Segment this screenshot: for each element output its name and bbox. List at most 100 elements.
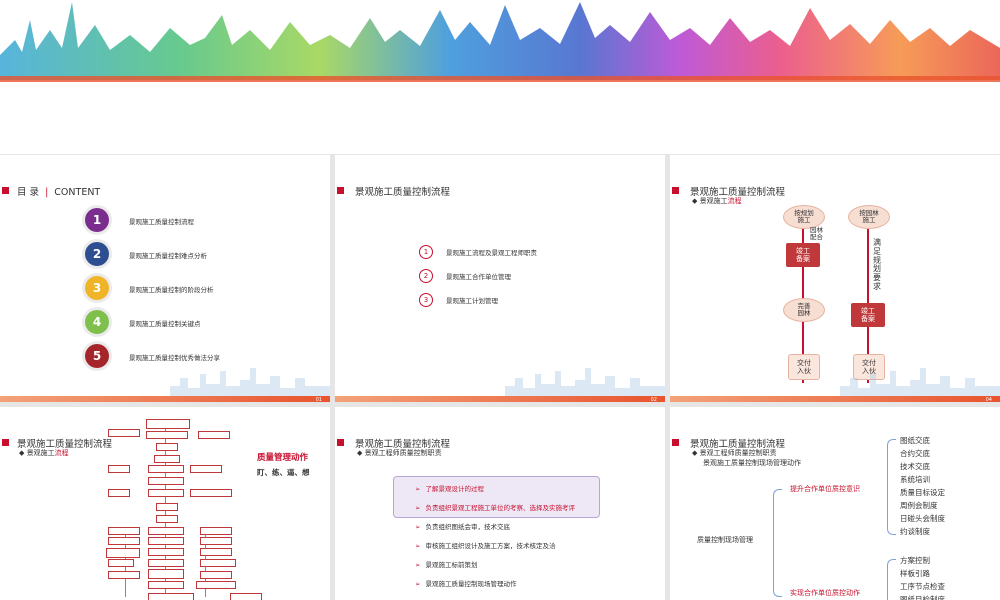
tree-branch-2: 实现合作单位质控动作 (790, 589, 860, 597)
slide-thumbnail-1[interactable]: 目 录 | CONTENT 1 景观施工质量控制流程 2 景观施工质量控制难点分析 3 景… (0, 155, 330, 402)
note-landscape-support: 园林 配合 (810, 226, 823, 242)
title-en: CONTENT (54, 187, 101, 198)
toc-item-5[interactable]: 景观施工质量控制优秀做法分享 (129, 354, 220, 362)
subtitle-text: 景观工程师质量控制职责 (364, 449, 442, 457)
duty-item-text: 负责组织景观工程施工单位的考察、选择及实施考评 (425, 504, 575, 512)
header-blank-area (0, 82, 1000, 154)
section-item-2[interactable]: 景观施工合作单位管理 (446, 273, 511, 281)
subtitle-highlight: 流程 (727, 197, 742, 205)
quality-actions-words: 盯、练、逼、想 (257, 468, 310, 477)
highlight-box (393, 476, 600, 518)
slide-thumbnail-4[interactable]: 景观施工质量控制流程 ◆ 景观施工流程 质量管理动作 盯、练、逼、想 (0, 407, 330, 600)
flow-node-delivery-1: 交付 入伙 (788, 354, 820, 380)
duty-item-5: ➢ 景观施工标前策划 (415, 559, 477, 569)
toc-number-3: 3 (85, 276, 109, 300)
duty-item-3: ➢ 负责组织图纸会审，技术交底 (415, 521, 510, 531)
toc-number-4: 4 (85, 310, 109, 334)
toc-number-1: 1 (85, 208, 109, 232)
duty-item-text: 负责组织图纸会审，技术交底 (425, 523, 510, 531)
duty-item-2: ➢ 负责组织景观工程施工单位的考察、选择及实施考评 (415, 502, 575, 512)
arrow-bullet-icon: ➢ (415, 561, 421, 569)
arrow-bullet-icon: ➢ (415, 504, 421, 512)
note-meet-planning: 满足规划要求 (873, 238, 881, 291)
duty-item-text: 景观施工标前策划 (425, 561, 478, 569)
slide-title: 景观施工质量控制流程 (690, 187, 786, 198)
duty-item-4: ➢ 审核施工组织设计及施工方案，技术核定及洽 (415, 540, 555, 550)
branch-2-item: 图纸目检制度 (900, 595, 945, 600)
slide-title: 景观施工质量控制流程 (17, 439, 113, 450)
tree-branch-1: 提升合作单位质控意识 (790, 485, 860, 493)
title-cn: 目 录 (17, 187, 40, 198)
flow-node-completion-filing-2: 竣工 备案 (851, 303, 885, 327)
slide-subtitle-1: ◆ 景观工程师质量控制职责 (692, 449, 777, 457)
tree-brace-branch-1 (887, 439, 896, 535)
branch-1-item: 技术交底 (900, 462, 930, 471)
title-marker (337, 439, 344, 446)
title-marker (337, 187, 344, 194)
toc-item-4[interactable]: 景观施工质量控制关键点 (129, 320, 201, 328)
subtitle-highlight: 流程 (54, 449, 69, 457)
slide-title: 景观施工质量控制流程 (355, 187, 451, 198)
toc-item-2[interactable]: 景观施工质量控制难点分析 (129, 252, 207, 260)
page-number: 02 (650, 397, 657, 402)
flow-node-improve-landscape: 完善 园林 (783, 298, 825, 322)
arrow-bullet-icon: ➢ (415, 580, 421, 588)
section-number-2: 2 (419, 269, 433, 283)
duty-item-6: ➢ 景观施工质量控制现场管理动作 (415, 578, 516, 588)
duty-item-1: ➢ 了解景观设计的过程 (415, 483, 484, 493)
slide-subtitle-2: 景观施工质量控制现场管理动作 (703, 459, 801, 467)
section-number-1: 1 (419, 245, 433, 259)
title-marker (672, 439, 679, 446)
duty-item-text: 了解景观设计的过程 (425, 485, 484, 493)
flow-node-plan-construction: 按规划 施工 (783, 205, 825, 229)
toc-item-3[interactable]: 景观施工质量控制的阶段分析 (129, 286, 214, 294)
duty-item-text: 景观施工质量控制现场管理动作 (425, 580, 517, 588)
skyline-graphic (0, 2, 1000, 82)
tree-root: 质量控制现场管理 (697, 536, 753, 544)
toc-number-5: 5 (85, 344, 109, 368)
title-marker (672, 187, 679, 194)
flow-node-completion-filing-1: 竣工 备案 (786, 243, 820, 267)
tree-brace-branch-2 (887, 559, 896, 600)
duty-item-text: 审核施工组织设计及施工方案，技术核定及洽 (425, 542, 556, 550)
branch-2-item: 样板引路 (900, 569, 930, 578)
slide-thumbnail-6[interactable]: 景观施工质量控制流程 ◆ 景观工程师质量控制职责 景观施工质量控制现场管理动作 … (670, 407, 1000, 600)
branch-1-item: 质量目标设定 (900, 488, 945, 497)
page-number: 04 (985, 397, 992, 402)
arrow-bullet-icon: ➢ (415, 542, 421, 550)
slide-subtitle: ◆ 景观施工流程 (692, 197, 742, 205)
footer-bar: 02 (335, 396, 665, 402)
slide-title: 景观施工质量控制流程 (355, 439, 451, 450)
city-skyline-banner (0, 0, 1000, 82)
subtitle-text: 景观工程师质量控制职责 (699, 449, 777, 457)
slide-title: 景观施工质量控制流程 (690, 439, 786, 450)
branch-1-item: 约谈制度 (900, 527, 930, 536)
skyline-watermark (840, 368, 1000, 396)
branch-2-item: 方案控制 (900, 556, 930, 565)
toc-number-2: 2 (85, 242, 109, 266)
branch-1-item: 周例会制度 (900, 501, 938, 510)
slide-title: 目 录 | CONTENT (17, 187, 101, 198)
footer-bar: 01 (0, 396, 330, 402)
slide-thumbnail-3[interactable]: 景观施工质量控制流程 ◆ 景观施工流程 按规划 施工 按园林 施工 园林 配合 … (670, 155, 1000, 402)
skyline-watermark (170, 368, 330, 396)
slide-thumbnail-5[interactable]: 景观施工质量控制流程 ◆ 景观工程师质量控制职责 ➢ 了解景观设计的过程 ➢ 负责组织… (335, 407, 665, 600)
arrow-bullet-icon: ➢ (415, 485, 421, 493)
arrow-bullet-icon: ➢ (415, 523, 421, 531)
branch-1-item: 系统培训 (900, 475, 930, 484)
toc-item-1[interactable]: 景观施工质量控制流程 (129, 218, 194, 226)
subtitle-text: 景观施工 (699, 197, 728, 205)
section-item-3[interactable]: 景观施工计划管理 (446, 297, 498, 305)
tree-brace-root (773, 489, 782, 597)
footer-bar: 04 (670, 396, 1000, 402)
slide-subtitle: ◆ 景观施工流程 (19, 449, 69, 457)
flow-node-delivery-2: 交付 入伙 (853, 354, 885, 380)
slide-thumbnail-2[interactable]: 景观施工质量控制流程 1 景观施工流程及景观工程师职责 2 景观施工合作单位管理 3 景观… (335, 155, 665, 402)
skyline-watermark (505, 368, 665, 396)
branch-1-item: 合约交底 (900, 449, 930, 458)
branch-1-item: 日碰头会制度 (900, 514, 945, 523)
section-item-1[interactable]: 景观施工流程及景观工程师职责 (446, 249, 537, 257)
section-number-3: 3 (419, 293, 433, 307)
slide-subtitle: ◆ 景观工程师质量控制职责 (357, 449, 442, 457)
flow-node-landscape-construction: 按园林 施工 (848, 205, 890, 229)
